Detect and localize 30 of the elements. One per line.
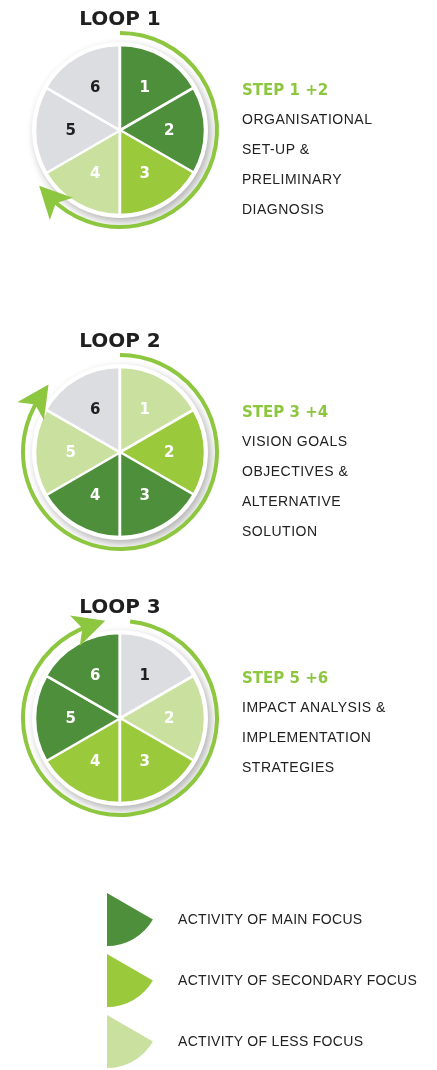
loop-title: LOOP 1 [78, 5, 162, 32]
step-description: VISION GOALS OBJECTIVES & ALTERNATIVE SOLUTION [242, 432, 350, 541]
step-heading: STEP 1 +2 [242, 80, 330, 101]
slice-number: 5 [65, 444, 76, 460]
slice-number: 1 [139, 79, 150, 95]
step-heading: STEP 5 +6 [242, 668, 330, 689]
loop-title: LOOP 2 [78, 327, 162, 354]
step-heading: STEP 3 +4 [242, 402, 330, 423]
loop-title: LOOP 3 [78, 593, 162, 620]
slice-number: 3 [139, 165, 150, 181]
slice-number: 2 [164, 122, 175, 138]
legend-label: ACTIVITY OF SECONDARY FOCUS [178, 971, 418, 990]
slice-number: 1 [139, 667, 150, 683]
step-description: IMPACT ANALYSIS & IMPLEMENTATION STRATEGIES [242, 698, 387, 777]
slice-number: 2 [164, 710, 175, 726]
slice-number: 6 [90, 401, 101, 417]
slice-number: 2 [164, 444, 175, 460]
slice-number: 6 [90, 79, 101, 95]
slice-number: 5 [65, 122, 76, 138]
slice-number: 3 [139, 753, 150, 769]
slice-number: 5 [65, 710, 76, 726]
slice-number: 4 [90, 165, 101, 181]
step-description: ORGANISATIONAL SET-UP & PRELIMINARY DIAGNOSIS [242, 110, 373, 219]
slice-number: 6 [90, 667, 101, 683]
slice-number: 4 [90, 487, 101, 503]
slice-number: 1 [139, 401, 150, 417]
slice-number: 4 [90, 753, 101, 769]
legend-label: ACTIVITY OF LESS FOCUS [178, 1032, 364, 1051]
slice-number: 3 [139, 487, 150, 503]
legend-label: ACTIVITY OF MAIN FOCUS [178, 910, 363, 929]
